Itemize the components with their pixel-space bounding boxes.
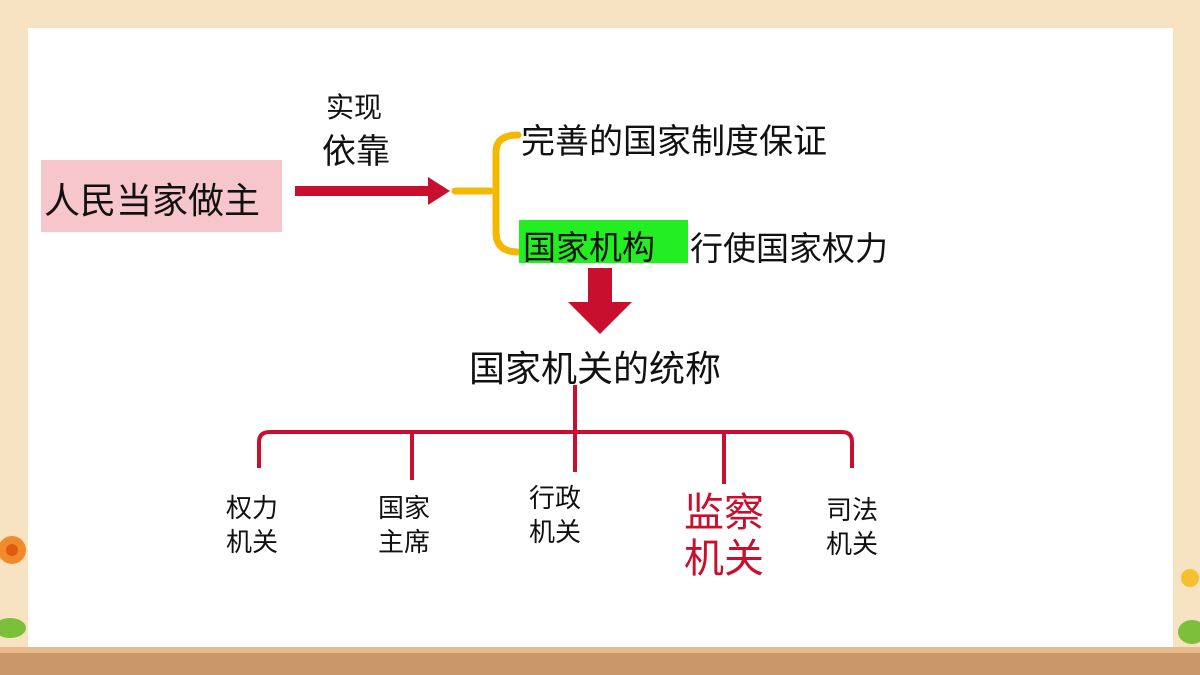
- organ-tree-lines: [257, 385, 854, 484]
- organ-3-line1: 行政: [529, 484, 582, 514]
- main-subject-text: 人民当家做主: [44, 181, 261, 222]
- right-arrow-icon: [295, 177, 450, 205]
- organ-3: 行政 机关: [529, 482, 581, 550]
- organ-3-line2: 机关: [529, 518, 582, 548]
- definition-text: 国家机关的统称: [469, 349, 722, 390]
- organ-5-line1: 司法: [826, 496, 879, 526]
- branch-bottom-highlight-text: 国家机构: [523, 228, 655, 267]
- organ-5-line2: 机关: [826, 530, 879, 560]
- organ-2-line2: 主席: [378, 528, 431, 558]
- organ-2: 国家 主席: [378, 492, 430, 560]
- organ-1: 权力 机关: [226, 492, 278, 560]
- brace-bracket: [451, 131, 522, 256]
- organ-4: 监察 机关: [684, 490, 764, 582]
- organ-2-line1: 国家: [378, 494, 431, 524]
- branch-top-text: 完善的国家制度保证: [521, 122, 827, 162]
- main-subject-box: 人民当家做主: [41, 160, 282, 232]
- highlight-box: 国家机构: [519, 220, 688, 267]
- bottom-frame-border: [0, 647, 1200, 675]
- down-arrow-icon: [568, 268, 632, 334]
- flower-decoration-left-icon: [0, 536, 26, 638]
- organ-5: 司法 机关: [826, 494, 878, 562]
- slide-canvas: [28, 28, 1173, 647]
- organ-1-line1: 权力: [226, 494, 279, 524]
- organ-4-line2: 机关: [684, 536, 764, 582]
- arrow-label-line1: 实现: [326, 91, 383, 124]
- arrow-label-line2: 依靠: [322, 132, 390, 172]
- flower-decoration-right-icon: [1178, 569, 1200, 644]
- organ-4-line1: 监察: [684, 490, 764, 536]
- branch-bottom-rest-text: 行使国家权力: [690, 229, 888, 268]
- organ-1-line2: 机关: [226, 528, 279, 558]
